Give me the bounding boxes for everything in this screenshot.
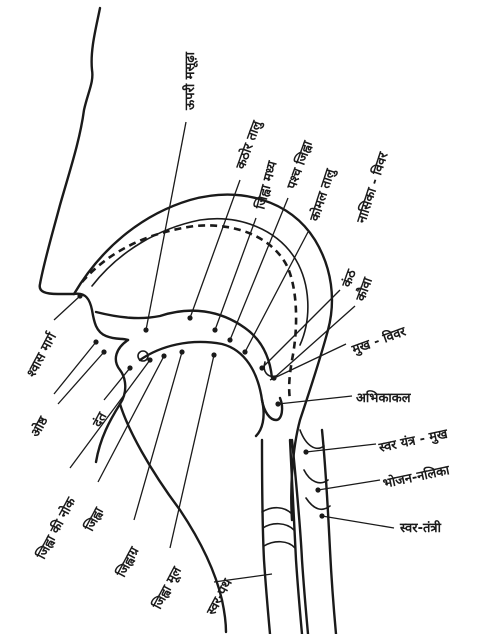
label-mid-tongue: जिह्वा मध्य bbox=[252, 159, 281, 212]
label-food-pipe: भोजन-नलिका bbox=[382, 462, 452, 492]
label-larynx-mouth: स्वर यंत्र - मुख bbox=[377, 425, 451, 456]
leader-epiglottis bbox=[278, 396, 352, 404]
leader-breath bbox=[54, 296, 80, 320]
esophagus-right bbox=[322, 430, 336, 634]
leader-upper-gum bbox=[146, 122, 186, 330]
label-tongue-front: जिह्वाग्र bbox=[113, 544, 143, 581]
air-path-dashed bbox=[82, 225, 296, 400]
nasal-passage-curve bbox=[74, 195, 332, 330]
epiglottis-shape bbox=[262, 398, 282, 420]
jaw-outline bbox=[120, 404, 226, 632]
tongue-surface bbox=[140, 342, 264, 436]
trachea-ring-3 bbox=[264, 542, 295, 548]
leader-hard-palate bbox=[190, 180, 240, 318]
label-mouth-cavity: मुख - विवर bbox=[349, 323, 409, 358]
label-vocal-cords: स्वर-तंत्री bbox=[399, 520, 442, 536]
leader-mid-tongue bbox=[215, 218, 256, 330]
label-breath-path: श्वास मार्ग bbox=[23, 329, 60, 380]
nasal-cavity-curve bbox=[92, 219, 308, 345]
label-nasal-cavity: नासिका - विवर bbox=[353, 150, 392, 227]
label-epiglottis: अभिकाकल bbox=[356, 390, 412, 406]
label-tongue-root: जिह्वा मूल bbox=[149, 563, 186, 613]
leader-vocal-cords bbox=[322, 516, 394, 528]
label-soft-palate: कोमल तालु bbox=[306, 166, 339, 224]
leader-tongue-root bbox=[170, 355, 214, 548]
label-lips: ओष्ठ bbox=[27, 413, 52, 440]
label-windpipe: स्वर-पथ bbox=[204, 576, 236, 619]
label-upper-gum: ऊपरी मसूढ़ा bbox=[182, 51, 198, 111]
lower-lip-outline bbox=[96, 340, 128, 462]
label-hard-palate: कठोर तालु bbox=[232, 117, 265, 172]
trachea-ring-1 bbox=[262, 508, 292, 514]
label-tongue: जिह्वा bbox=[81, 504, 107, 535]
face-profile bbox=[40, 8, 100, 294]
label-tongue-tip: जिह्वा की नोक bbox=[33, 494, 80, 563]
leader-uvula bbox=[274, 306, 355, 378]
leader-tongue-front bbox=[134, 352, 182, 520]
label-back-tongue: पश्च जिह्वा bbox=[283, 138, 316, 192]
trachea-ring-2 bbox=[263, 524, 294, 530]
leader-back-tongue bbox=[230, 198, 288, 340]
trachea-left bbox=[262, 440, 270, 634]
